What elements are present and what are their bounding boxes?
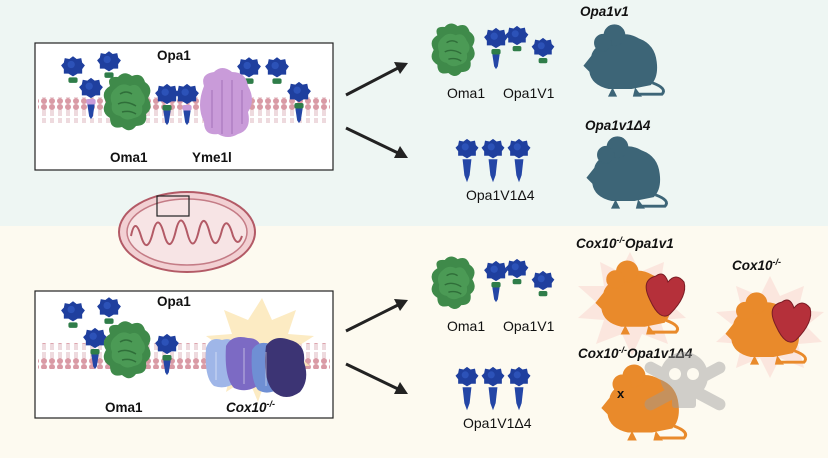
bottom-mouse1 xyxy=(578,252,686,356)
bottom-cox10-label: Cox10-/- xyxy=(226,399,275,415)
bottom-mouse2-label: Cox10-/-Opa1v1Δ4 xyxy=(578,345,693,361)
top-outcome1-oma1 xyxy=(430,22,476,77)
mitochondrion-icon xyxy=(118,191,256,273)
bottom-outcome2-opa1v1d4 xyxy=(455,366,531,411)
bottom-outcome2-label: Opa1V1Δ4 xyxy=(463,415,532,431)
mouse-x-marker: x xyxy=(617,386,625,401)
bottom-oma1-label: Oma1 xyxy=(105,400,143,415)
skull-crossbones-icon xyxy=(644,352,726,411)
bottom-arrows xyxy=(345,299,408,394)
bottom-outcome1-opa1v1-label: Opa1V1 xyxy=(503,318,555,334)
bottom-opa1-label: Opa1 xyxy=(157,294,191,309)
side-mouse xyxy=(716,276,824,378)
top-outcome1-opa1v1-label: Opa1V1 xyxy=(503,85,555,101)
top-oma1-label: Oma1 xyxy=(110,150,148,165)
top-arrows xyxy=(345,62,408,158)
top-mouse2-label: Opa1v1Δ4 xyxy=(585,118,651,133)
top-yme1l-protein xyxy=(200,68,252,137)
top-opa1-label: Opa1 xyxy=(157,48,191,63)
top-yme1l-label: Yme1l xyxy=(192,150,232,165)
bottom-mouse1-label: Cox10-/-Opa1v1 xyxy=(576,235,674,251)
bottom-cox10-complex xyxy=(205,337,307,397)
top-oma1-protein xyxy=(103,72,152,132)
bottom-oma1-protein xyxy=(103,320,152,380)
top-outcome2-opa1v1d4 xyxy=(455,138,531,183)
bottom-outcome1-oma1-label: Oma1 xyxy=(447,318,485,334)
top-outcome2-label: Opa1V1Δ4 xyxy=(466,187,535,203)
bottom-outcome1-oma1 xyxy=(430,255,476,310)
top-mouse1-label: Opa1v1 xyxy=(580,4,629,19)
side-mouse-label: Cox10-/- xyxy=(732,257,781,273)
bottom-mouse2: x xyxy=(600,363,688,442)
top-outcome1-oma1-label: Oma1 xyxy=(447,85,485,101)
